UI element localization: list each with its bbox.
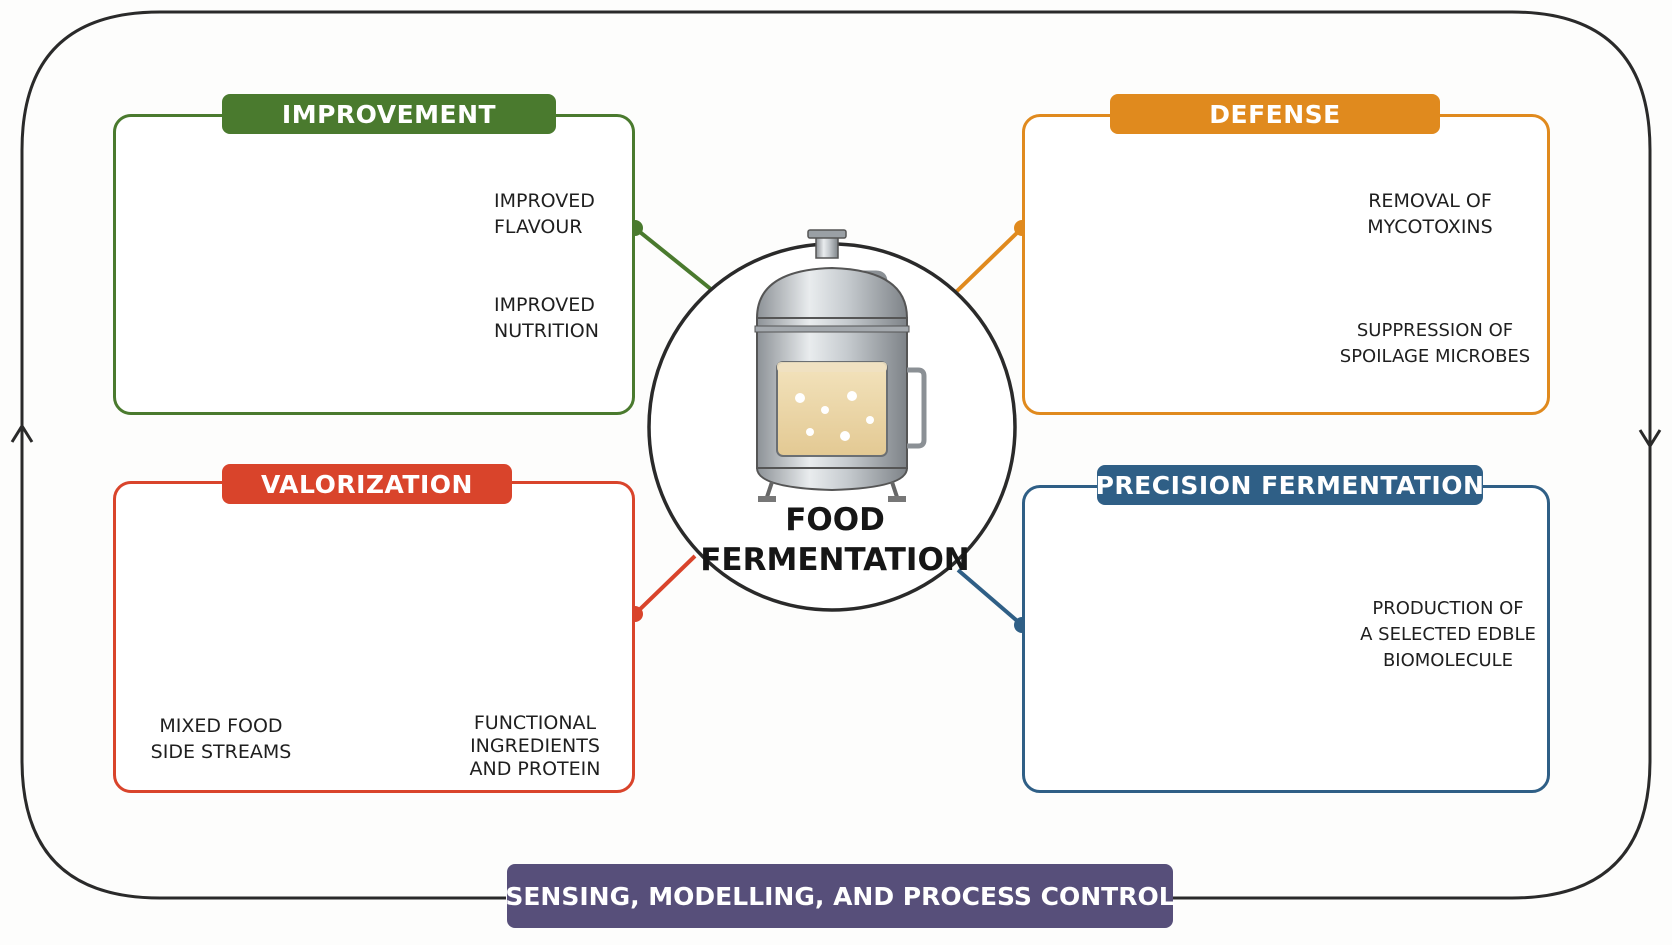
label-line: NUTRITION <box>494 320 599 342</box>
label-line: FUNCTIONAL <box>473 712 597 734</box>
label-line: SUPPRESSION OF <box>1356 320 1514 341</box>
label-line: AND PROTEIN <box>469 758 601 780</box>
biomolecule-label: PRODUCTION OF A SELECTED EDBLE BIOMOLECU… <box>1354 596 1542 674</box>
label-line: BIOMOLECULE <box>1382 650 1514 671</box>
improved-nutrition-label: IMPROVED NUTRITION <box>494 292 599 344</box>
functional-ingredients-label: FUNCTIONAL INGREDIENTS AND PROTEIN <box>450 712 620 781</box>
improvement-panel <box>113 114 635 415</box>
label-line: IMPROVED <box>494 294 595 316</box>
defense-title: DEFENSE <box>1110 94 1440 134</box>
label-line: SIDE STREAMS <box>150 741 292 763</box>
label-line: MYCOTOXINS <box>1367 216 1493 238</box>
connector-defense <box>953 226 1024 295</box>
defense-panel <box>1022 114 1550 415</box>
connector-valorization <box>633 554 697 616</box>
process-control-bar: SENSING, MODELLING, AND PROCESS CONTROL <box>505 864 1175 928</box>
center-title: FOOD FERMENTATION <box>690 500 980 580</box>
side-streams-label: MIXED FOOD SIDE STREAMS <box>136 713 306 765</box>
spoilage-suppression-label: SUPPRESSION OF SPOILAGE MICROBES <box>1325 318 1545 370</box>
improved-flavour-label: IMPROVED FLAVOUR <box>494 188 595 240</box>
center-title-line2: FERMENTATION <box>700 542 970 578</box>
label-line: FLAVOUR <box>494 216 583 238</box>
label-line: SPOILAGE MICROBES <box>1339 346 1531 367</box>
label-line: A SELECTED EDBLE <box>1360 624 1536 645</box>
connector-improvement <box>633 226 714 292</box>
label-line: MIXED FOOD <box>159 715 283 737</box>
improvement-title: IMPROVEMENT <box>222 94 556 134</box>
valorization-panel <box>113 481 635 793</box>
loop-arrow-up-icon <box>10 423 34 443</box>
label-line: PRODUCTION OF <box>1372 598 1524 619</box>
center-title-line1: FOOD <box>785 502 885 538</box>
valorization-title: VALORIZATION <box>222 464 512 504</box>
fermenter-icon <box>754 229 927 502</box>
precision-title: PRECISION FERMENTATION <box>1096 465 1484 505</box>
mycotoxin-removal-label: REMOVAL OF MYCOTOXINS <box>1310 188 1550 240</box>
label-line: IMPROVED <box>494 190 595 212</box>
precision-panel <box>1022 485 1550 793</box>
loop-arrow-down-icon <box>1638 429 1662 449</box>
label-line: INGREDIENTS <box>470 735 600 757</box>
label-line: REMOVAL OF <box>1368 190 1492 212</box>
